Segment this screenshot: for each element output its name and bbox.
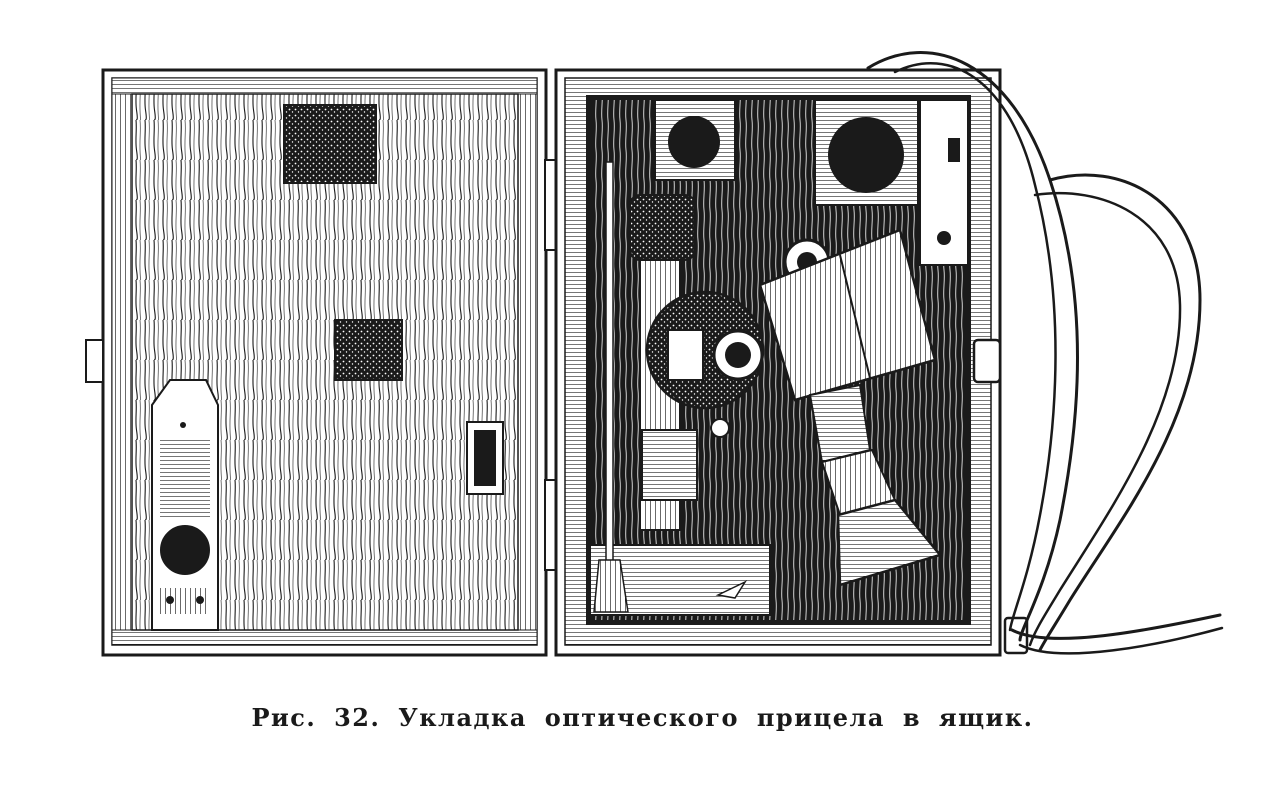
- optical-sight: [629, 194, 943, 587]
- carrying-strap: [866, 51, 1224, 655]
- case-hinge: [544, 159, 558, 571]
- cleaning-brush: [593, 161, 629, 613]
- case-illustration: [85, 51, 1224, 657]
- case-body: [554, 68, 1002, 657]
- case-lid: [85, 68, 548, 657]
- figure-caption: Рис. 32. Укладка оптического прицела в я…: [251, 703, 1034, 732]
